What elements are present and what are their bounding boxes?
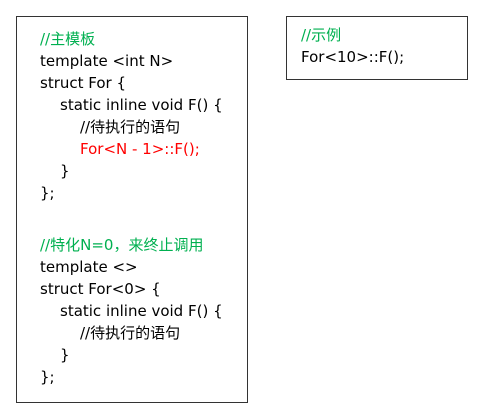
function-close-brace: } [60,162,70,180]
statement-comment: //待执行的语句 [80,118,181,136]
primary-template-comment: //主模板 [40,30,96,48]
template-declaration: template <int N> [40,52,174,70]
specialization-comment: //特化N=0，来终止调用 [40,236,204,254]
specialization-template-declaration: template <> [40,258,138,276]
example-box: //示例 For<10>::F(); [286,16,468,80]
example-call: For<10>::F(); [301,48,405,66]
function-declaration: static inline void F() { [60,96,223,114]
specialization-struct-declaration: struct For<0> { [40,280,161,298]
main-template-box: //主模板 template <int N> struct For { stat… [16,16,248,403]
specialization-function-close-brace: } [60,346,70,364]
struct-close-brace: }; [40,184,55,202]
specialization-struct-close-brace: }; [40,368,55,386]
example-comment: //示例 [301,26,342,44]
recursive-call: For<N - 1>::F(); [80,140,200,158]
struct-declaration: struct For { [40,74,127,92]
specialization-statement-comment: //待执行的语句 [80,324,181,342]
specialization-function-declaration: static inline void F() { [60,302,223,320]
